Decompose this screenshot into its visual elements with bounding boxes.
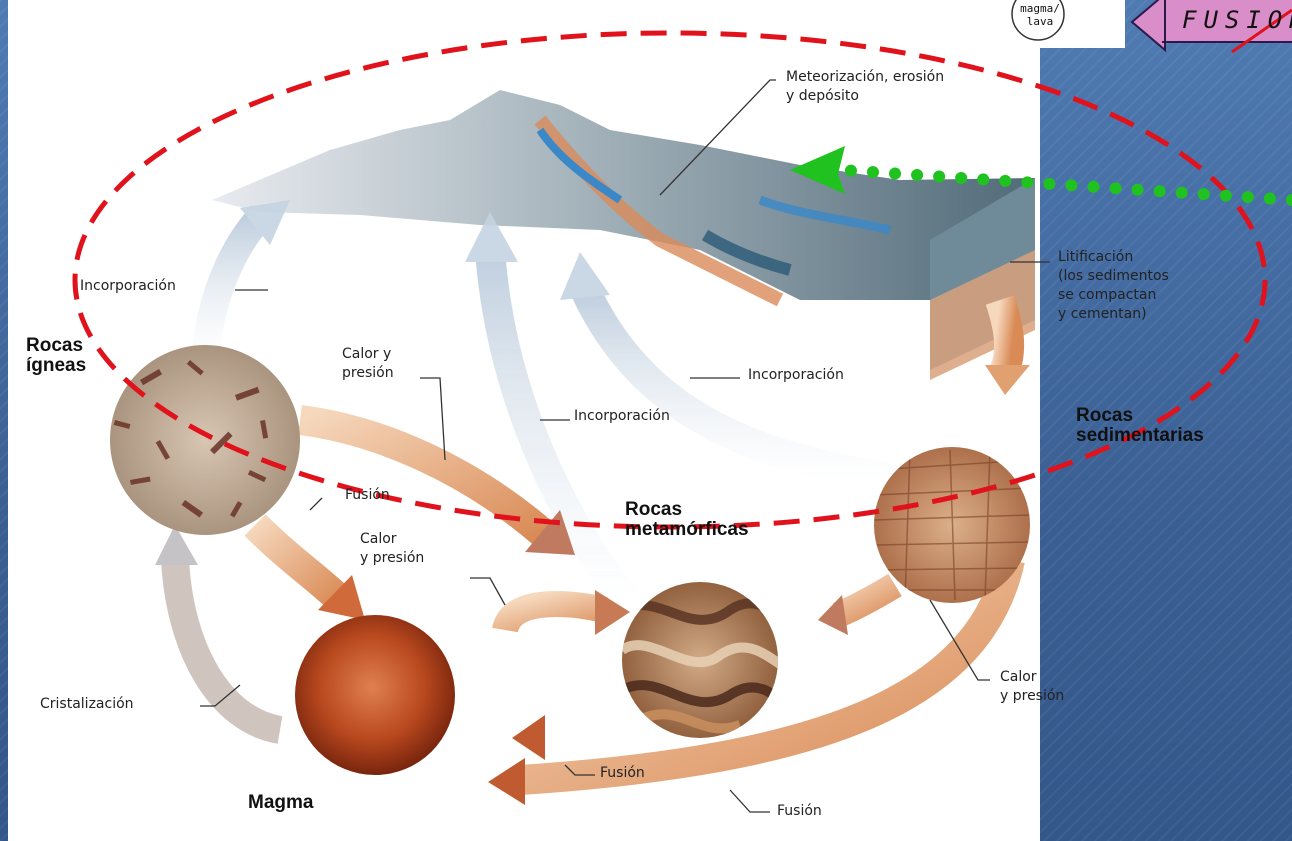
label-calor-presion-mid: Calor y presión [360, 530, 424, 568]
label-fusion-mid: Fusión [600, 764, 645, 783]
label-fusion-bottom: Fusión [777, 802, 822, 821]
title-rocas-igneas: Rocas ígneas [26, 336, 86, 376]
igneous-rock-circle [110, 345, 300, 535]
label-incorporacion-left: Incorporación [80, 277, 176, 296]
label-meteorizacion: Meteorización, erosión y depósito [786, 68, 1026, 112]
title-rocas-metamorficas: Rocas metamórficas [625, 500, 749, 540]
label-cristalizacion: Cristalización [40, 695, 134, 714]
label-litificacion: Litificación (los sedimentos se compacta… [1058, 248, 1218, 324]
title-magma: Magma [248, 793, 313, 813]
metamorphic-rock-circle [622, 582, 790, 738]
callout-magma-lava: magma/ lava [1018, 2, 1062, 28]
label-incorporacion-right: Incorporación [748, 366, 844, 385]
label-fusion-top: Fusión [345, 486, 390, 505]
label-calor-presion-right: Calor y presión [1000, 668, 1064, 706]
sedimentary-rock-circle [874, 447, 1030, 603]
label-calor-presion-top: Calor y presión [342, 345, 394, 383]
title-rocas-sedimentarias: Rocas sedimentarias [1076, 406, 1204, 446]
callout-fusion-label: FUSION [1182, 6, 1292, 34]
label-incorporacion-mid: Incorporación [574, 407, 670, 426]
magma-circle [295, 615, 455, 775]
